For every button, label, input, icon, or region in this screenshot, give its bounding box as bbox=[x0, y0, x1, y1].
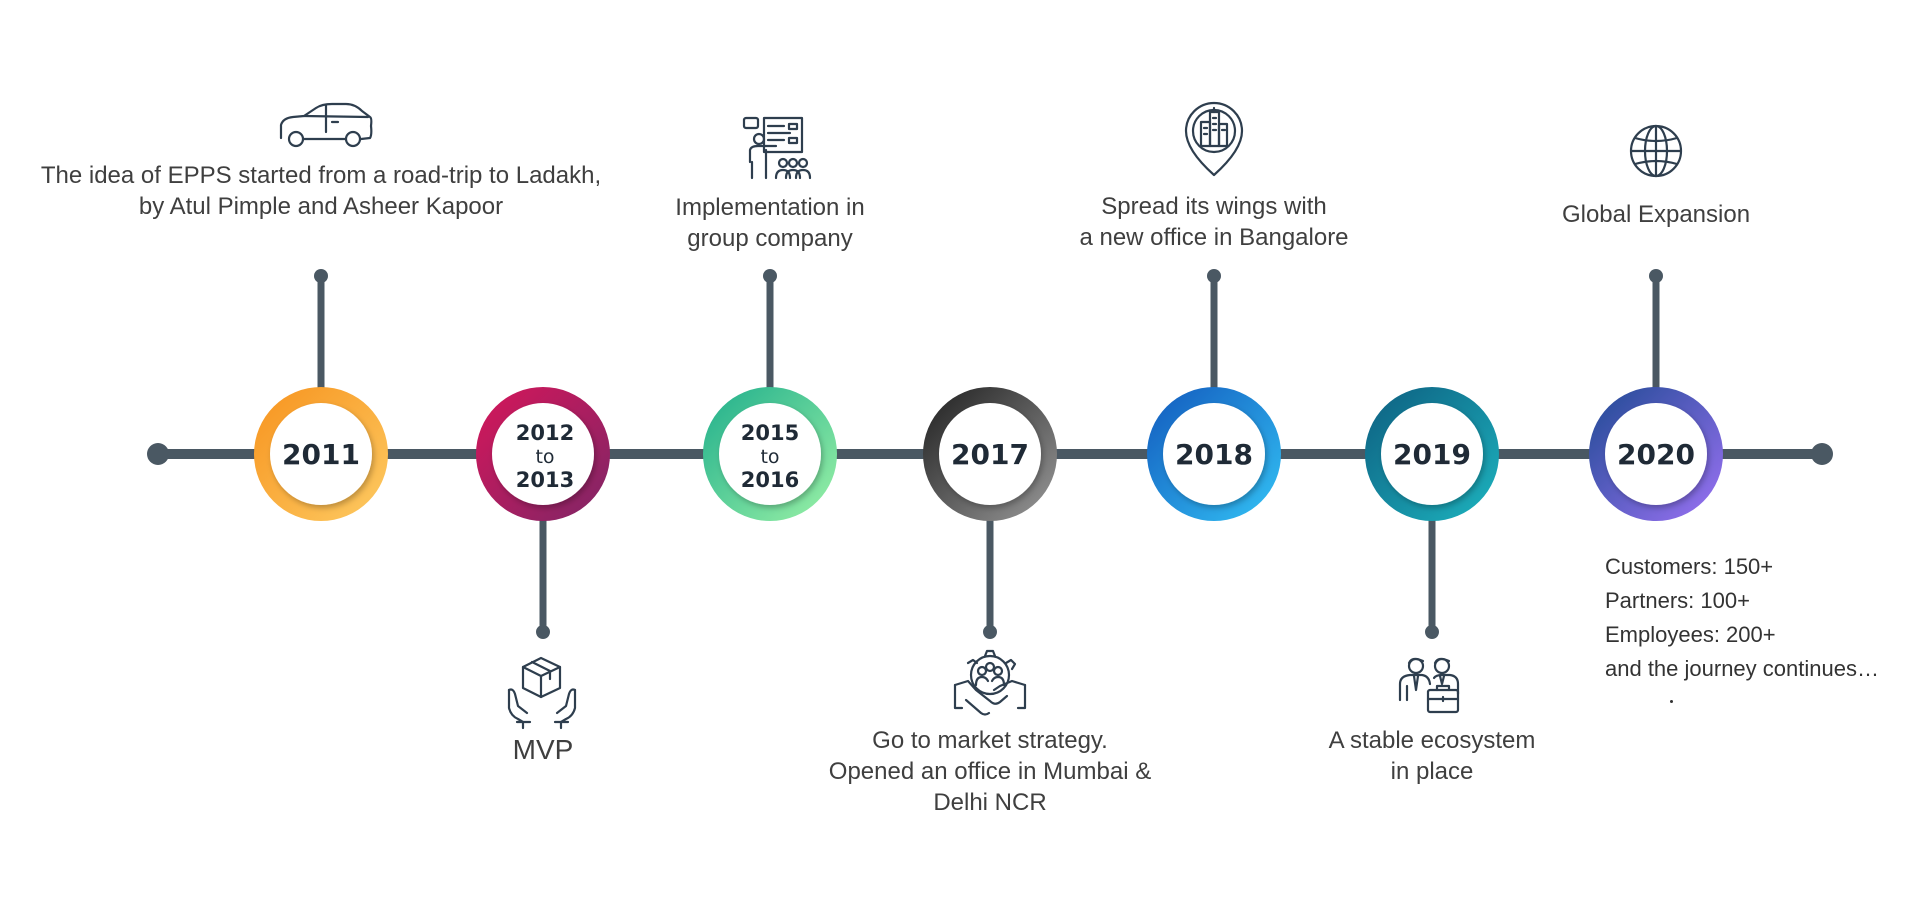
year-label-2015: 2015 bbox=[741, 421, 799, 445]
stat-partners: Partners: 100+ bbox=[1605, 588, 1750, 613]
stat-customers: Customers: 150+ bbox=[1605, 554, 1774, 579]
year-label-2018: 2018 bbox=[1175, 438, 1253, 471]
year-label-2019: 2019 bbox=[1393, 438, 1471, 471]
description-line: Implementation in bbox=[675, 194, 865, 221]
milestone-2011: 2011 bbox=[254, 387, 388, 521]
year-label-2013: 2013 bbox=[516, 468, 574, 492]
description-line: Global Expansion bbox=[1561, 201, 1751, 228]
connector-dot-2018 bbox=[1207, 269, 1221, 283]
stat-employees: Employees: 200+ bbox=[1605, 622, 1776, 647]
year-label-to: to bbox=[535, 446, 554, 468]
stats-dot bbox=[1670, 700, 1673, 703]
stat-journey: and the journey continues… bbox=[1605, 656, 1879, 681]
year-label-2016: 2016 bbox=[741, 468, 799, 492]
connector-dot-2011 bbox=[314, 269, 328, 283]
year-label-2012: 2012 bbox=[516, 421, 574, 445]
handshake-team-icon bbox=[953, 649, 1027, 716]
year-label-to: to bbox=[760, 446, 779, 468]
description-line: The idea of EPPS started from a road-tri… bbox=[40, 162, 602, 189]
milestone-2015-2016: 2015 to 2016 bbox=[703, 387, 837, 521]
globe-icon bbox=[1629, 124, 1683, 178]
description-line: by Atul Pimple and Asheer Kapoor bbox=[138, 193, 504, 220]
connector-dot-2020 bbox=[1649, 269, 1663, 283]
milestone-2019-description: A stable ecosystem in place bbox=[1282, 725, 1582, 787]
year-label-2020: 2020 bbox=[1617, 438, 1695, 471]
timeline-start-dot bbox=[147, 443, 169, 465]
milestone-2012-description: MVP bbox=[443, 734, 643, 765]
description-line: group company bbox=[687, 225, 853, 252]
year-label-2011: 2011 bbox=[282, 438, 360, 471]
milestone-2018: 2018 bbox=[1147, 387, 1281, 521]
milestone-2012-2013: 2012 to 2013 bbox=[476, 387, 610, 521]
connector-dot-2017 bbox=[983, 625, 997, 639]
description-line: a new office in Bangalore bbox=[1079, 224, 1349, 251]
milestone-2011-description: The idea of EPPS started from a road-tri… bbox=[10, 160, 632, 222]
connector-dot-2015 bbox=[763, 269, 777, 283]
milestone-2015-description: Implementation in group company bbox=[610, 192, 930, 254]
milestone-2018-description: Spread its wings with a new office in Ba… bbox=[1034, 191, 1394, 253]
description-line: MVP bbox=[512, 734, 574, 765]
connector-dot-2012 bbox=[536, 625, 550, 639]
description-line: Go to market strategy. bbox=[872, 727, 1108, 754]
description-line: Opened an office in Mumbai & bbox=[828, 758, 1152, 785]
presentation-icon bbox=[742, 116, 812, 180]
company-stats: Customers: 150+ Partners: 100+ Employees… bbox=[1605, 550, 1879, 686]
milestone-2017: 2017 bbox=[923, 387, 1057, 521]
description-line: A stable ecosystem bbox=[1328, 727, 1536, 754]
connector-dot-2019 bbox=[1425, 625, 1439, 639]
description-line: Spread its wings with bbox=[1101, 193, 1327, 220]
box-in-hands-icon bbox=[507, 656, 577, 730]
timeline-end-dot bbox=[1811, 443, 1833, 465]
business-people-icon bbox=[1398, 657, 1460, 714]
milestone-2020-description: Global Expansion bbox=[1516, 199, 1796, 230]
milestone-2019: 2019 bbox=[1365, 387, 1499, 521]
year-label-2017: 2017 bbox=[951, 438, 1029, 471]
milestone-2020: 2020 bbox=[1589, 387, 1723, 521]
connectors bbox=[317, 275, 1660, 632]
city-location-icon bbox=[1184, 101, 1244, 177]
description-line: in place bbox=[1390, 758, 1474, 785]
description-line: Delhi NCR bbox=[933, 789, 1047, 816]
milestone-2017-description: Go to market strategy. Opened an office … bbox=[780, 725, 1200, 818]
connector-dots bbox=[314, 269, 1663, 639]
car-icon bbox=[279, 102, 373, 148]
